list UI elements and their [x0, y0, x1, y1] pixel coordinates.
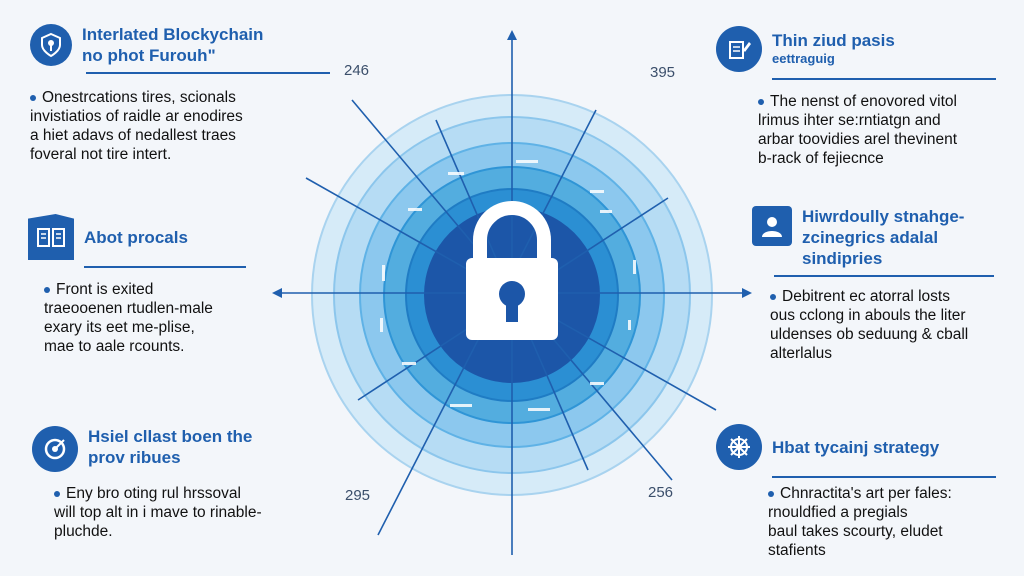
panel-title: Abot procals: [84, 227, 188, 247]
number-bottom-left: 295: [345, 487, 371, 504]
bullet-icon: [44, 286, 50, 293]
panel-title: Hbat tycainj strategy: [772, 437, 940, 457]
number-bottom-right: 256: [648, 484, 674, 501]
panel-title: Hsiel cllast boen the prov ribues: [88, 427, 253, 467]
bullet-icon: [758, 98, 764, 105]
panel-mid-left: Abot procals Front is exited traeooenen …: [28, 214, 248, 356]
panel-body: Chnractita's art per fales: rnouldfied a…: [768, 485, 952, 559]
panel-bottom-left: Hsiel cllast boen the prov ribues Eny br…: [32, 426, 312, 541]
arrow-up-icon: [507, 30, 517, 40]
arrow-right-icon: [742, 288, 752, 298]
divider: [774, 275, 994, 277]
book-icon: [28, 214, 74, 260]
divider: [772, 476, 996, 478]
panel-body: The nenst of enovored vitol lrimus ihter…: [758, 93, 958, 167]
divider: [772, 78, 996, 80]
panel-title: Interlated Blockychain no phot Furouh": [82, 25, 264, 65]
divider: [84, 266, 246, 268]
panel-top-right: Thin ziud pasis eettraguig The nenst of …: [716, 26, 996, 168]
panel-title: Thin ziud pasis eettraguig: [772, 31, 895, 66]
panel-title: Hiwrdoully stnahge- zcinegrics adalal si…: [802, 207, 965, 268]
user-icon: [752, 206, 792, 246]
bullet-icon: [30, 94, 36, 101]
panel-body: Eny bro oting rul hrssoval will top alt …: [54, 485, 262, 540]
lock-icon: [466, 201, 558, 340]
divider: [86, 72, 330, 74]
bullet-icon: [770, 293, 776, 300]
panel-mid-right: Hiwrdoully stnahge- zcinegrics adalal si…: [752, 206, 1002, 363]
ship-wheel-icon: [716, 424, 762, 470]
document-edit-icon: [716, 26, 762, 72]
number-top-left: 246: [344, 62, 370, 79]
arrow-left-icon: [272, 288, 282, 298]
panel-bottom-right: Hbat tycainj strategy Chnractita's art p…: [716, 424, 996, 560]
panel-body: Debitrent ec atorral losts ous cclong in…: [770, 288, 969, 362]
bullet-icon: [768, 490, 774, 497]
panel-body: Onestrcations tires, scionals invistiati…: [30, 89, 243, 163]
number-top-right: 395: [650, 64, 676, 81]
panel-top-left: Interlated Blockychain no phot Furouh" O…: [30, 24, 330, 164]
panel-body: Front is exited traeooenen rtudlen-male …: [44, 281, 213, 355]
shield-key-icon: [30, 24, 72, 66]
ring-marks: [380, 160, 636, 411]
bullet-icon: [54, 490, 60, 497]
target-icon: [32, 426, 78, 472]
